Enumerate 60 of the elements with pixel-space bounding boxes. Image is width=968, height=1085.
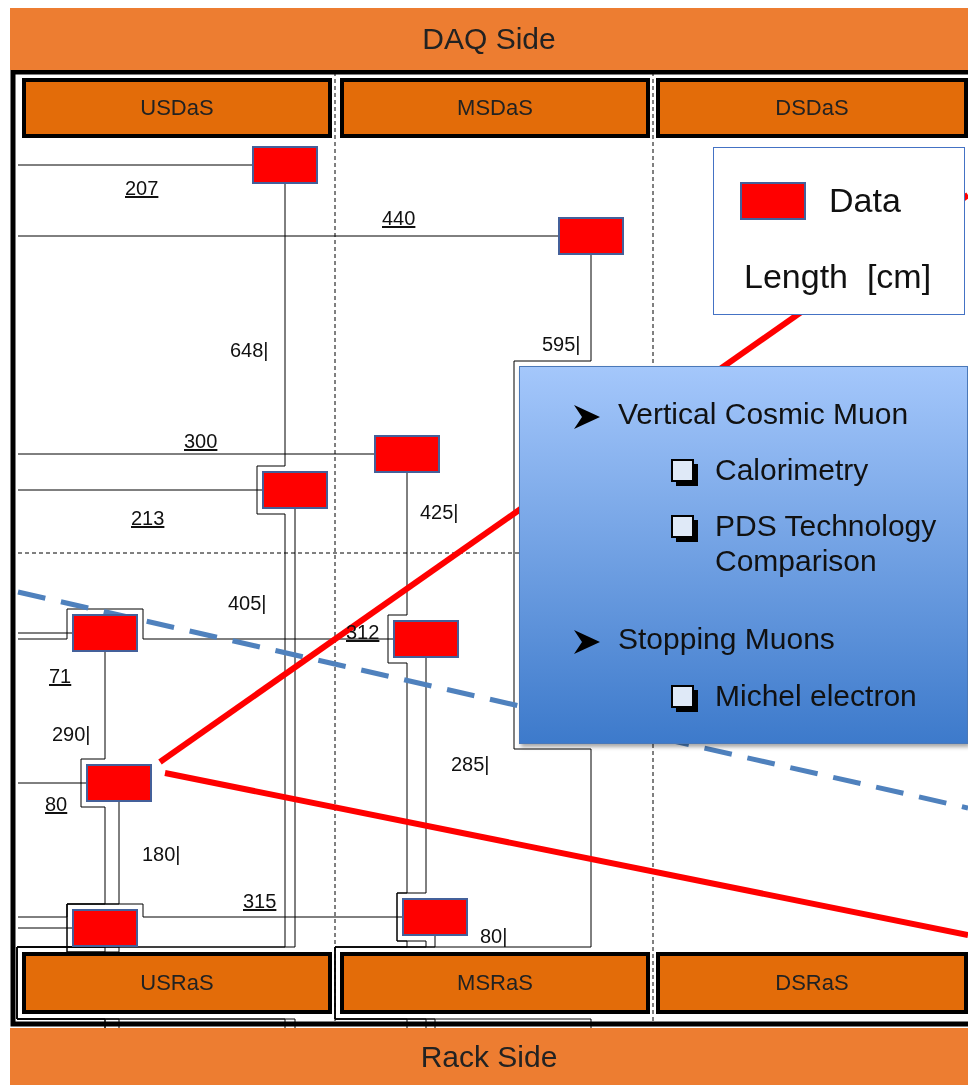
bullet-text: Calorimetry — [715, 453, 870, 488]
rack-label: DSRaS — [775, 970, 849, 996]
cable-line — [17, 782, 87, 784]
rack-label: USRaS — [140, 970, 214, 996]
cable-line — [17, 927, 73, 929]
rack-box — [22, 952, 332, 1014]
length-label: 595| — [542, 334, 581, 354]
rack-label: USDaS — [140, 95, 214, 121]
length-label: 71 — [49, 666, 72, 686]
rack-box — [22, 78, 332, 138]
data-block — [72, 909, 138, 947]
length-label: 80 — [45, 794, 68, 814]
rack-box — [340, 78, 650, 138]
cable-line — [17, 903, 403, 918]
rack-label: MSDaS — [457, 95, 533, 121]
length-label: 300 — [184, 431, 218, 451]
length-label: 405| — [228, 593, 267, 613]
length-label: 648| — [230, 340, 269, 360]
length-label: 207 — [125, 178, 159, 198]
length-label: 80| — [480, 926, 508, 946]
rack-box — [656, 78, 968, 138]
cable-line — [17, 453, 375, 455]
bullet-text: Vertical Cosmic Muon — [618, 397, 910, 432]
length-label: 315 — [243, 891, 277, 911]
data-block — [402, 898, 468, 936]
length-label: 312 — [346, 622, 380, 642]
rack-label: MSRaS — [457, 970, 533, 996]
info-panel — [519, 366, 968, 744]
banner-label: Rack Side — [420, 1039, 558, 1074]
length-label: 285| — [451, 754, 490, 774]
bullet-text: Michel electron — [715, 679, 918, 714]
bullet-text: PDS Technology Comparison — [715, 509, 938, 578]
rack-box — [340, 952, 650, 1014]
cable-line — [17, 164, 253, 166]
length-label: 180| — [142, 844, 181, 864]
cable-line — [17, 235, 559, 237]
data-block — [72, 614, 138, 652]
cable-line — [17, 489, 263, 491]
side-banner — [10, 1028, 968, 1085]
cable-line — [17, 632, 73, 634]
data-block — [558, 217, 624, 255]
cable-line — [334, 935, 436, 1029]
length-label: 425| — [420, 502, 459, 522]
side-banner — [10, 8, 968, 70]
data-block — [86, 764, 152, 802]
rack-label: DSDaS — [775, 95, 849, 121]
legend-text: Length [cm] — [744, 256, 932, 297]
data-block — [393, 620, 459, 658]
cable-line — [16, 946, 106, 1029]
data-block — [252, 146, 318, 184]
cable-line — [17, 608, 394, 640]
length-label: 213 — [131, 508, 165, 528]
length-label: 290| — [52, 724, 91, 744]
data-block — [374, 435, 440, 473]
length-label: 440 — [382, 208, 416, 228]
bullet-text: Stopping Muons — [618, 622, 836, 657]
data-block — [262, 471, 328, 509]
rack-box — [656, 952, 968, 1014]
legend-text: Data — [829, 180, 901, 221]
banner-label: DAQ Side — [422, 22, 556, 56]
